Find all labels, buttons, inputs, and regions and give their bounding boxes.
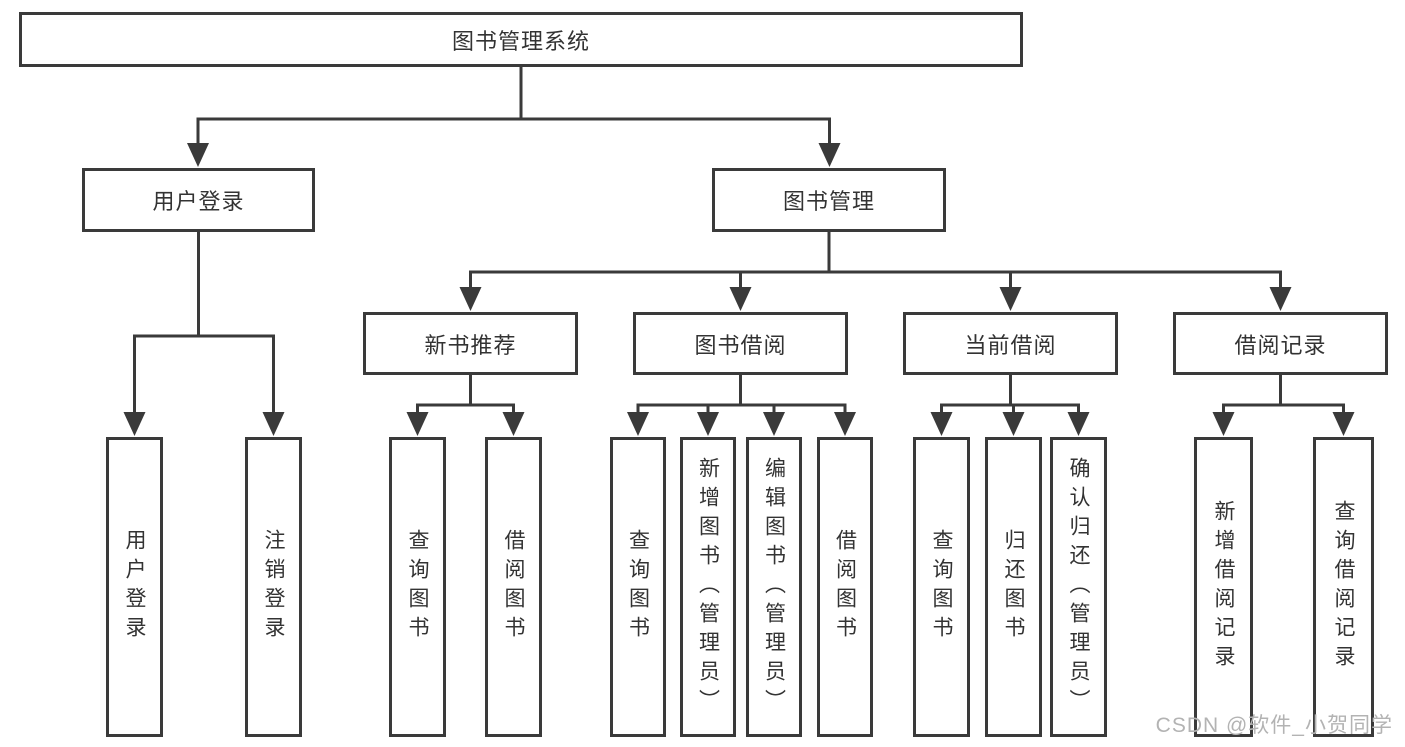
connector-user-login-group (123, 232, 285, 436)
leaf-edit-book-admin-label: 编辑图书（管理员） (762, 456, 786, 718)
leaf-logout-label: 注销登录 (262, 529, 285, 645)
node-root-label: 图书管理系统 (451, 28, 590, 54)
watermark: CSDN @软件_小贺同学 (1155, 714, 1393, 737)
node-user-login: 用户登录 (82, 168, 315, 232)
leaf-add-borrow-record: 新增借阅记录 (1194, 437, 1253, 737)
node-new-book-rec-label: 新书推荐 (424, 332, 517, 358)
leaf-add-book-admin-label: 新增图书（管理员） (696, 456, 720, 718)
leaf-current-query-book-label: 查询图书 (930, 529, 953, 645)
leaf-borrow-book: 借阅图书 (817, 437, 873, 737)
leaf-rec-borrow-book-label: 借阅图书 (502, 529, 525, 645)
leaf-query-borrow-record: 查询借阅记录 (1313, 437, 1374, 737)
node-root: 图书管理系统 (19, 12, 1023, 67)
connector-root-to-level2 (187, 67, 841, 167)
leaf-edit-book-admin: 编辑图书（管理员） (746, 437, 802, 737)
leaf-rec-borrow-book: 借阅图书 (485, 437, 542, 737)
node-borrow-records: 借阅记录 (1173, 312, 1388, 375)
node-book-mgmt-label: 图书管理 (782, 189, 875, 214)
leaf-current-query-book: 查询图书 (913, 437, 970, 737)
connector-borrow-record-group (1212, 375, 1355, 436)
leaf-query-borrow-record-label: 查询借阅记录 (1332, 500, 1355, 674)
node-new-book-rec: 新书推荐 (363, 312, 578, 375)
leaf-return-book-label: 归还图书 (1002, 529, 1025, 645)
leaf-add-book-admin: 新增图书（管理员） (680, 437, 736, 737)
connector-book-borrow-group (627, 375, 856, 436)
leaf-user-login: 用户登录 (106, 437, 163, 737)
leaf-borrow-query-book-label: 查询图书 (626, 529, 650, 645)
node-book-borrow: 图书借阅 (633, 312, 848, 375)
node-current-borrow-label: 当前借阅 (964, 332, 1057, 358)
leaf-user-login-label: 用户登录 (123, 529, 146, 645)
node-book-mgmt: 图书管理 (712, 168, 946, 232)
leaf-confirm-return-admin: 确认归还（管理员） (1050, 437, 1107, 737)
node-user-login-label: 用户登录 (152, 189, 245, 214)
leaf-logout: 注销登录 (245, 437, 302, 737)
leaf-rec-query-book: 查询图书 (389, 437, 446, 737)
connector-current-borrow-group (930, 375, 1090, 436)
connector-new-book-group (406, 375, 525, 436)
leaf-confirm-return-admin-label: 确认归还（管理员） (1067, 456, 1090, 718)
leaf-borrow-query-book: 查询图书 (610, 437, 666, 737)
leaf-rec-query-book-label: 查询图书 (406, 529, 429, 645)
connector-book-mgmt-to-level3 (459, 232, 1292, 311)
leaf-return-book: 归还图书 (985, 437, 1042, 737)
node-book-borrow-label: 图书借阅 (694, 332, 787, 358)
leaf-borrow-book-label: 借阅图书 (833, 529, 857, 645)
leaf-add-borrow-record-label: 新增借阅记录 (1212, 500, 1235, 674)
node-current-borrow: 当前借阅 (903, 312, 1118, 375)
node-borrow-records-label: 借阅记录 (1234, 332, 1327, 358)
